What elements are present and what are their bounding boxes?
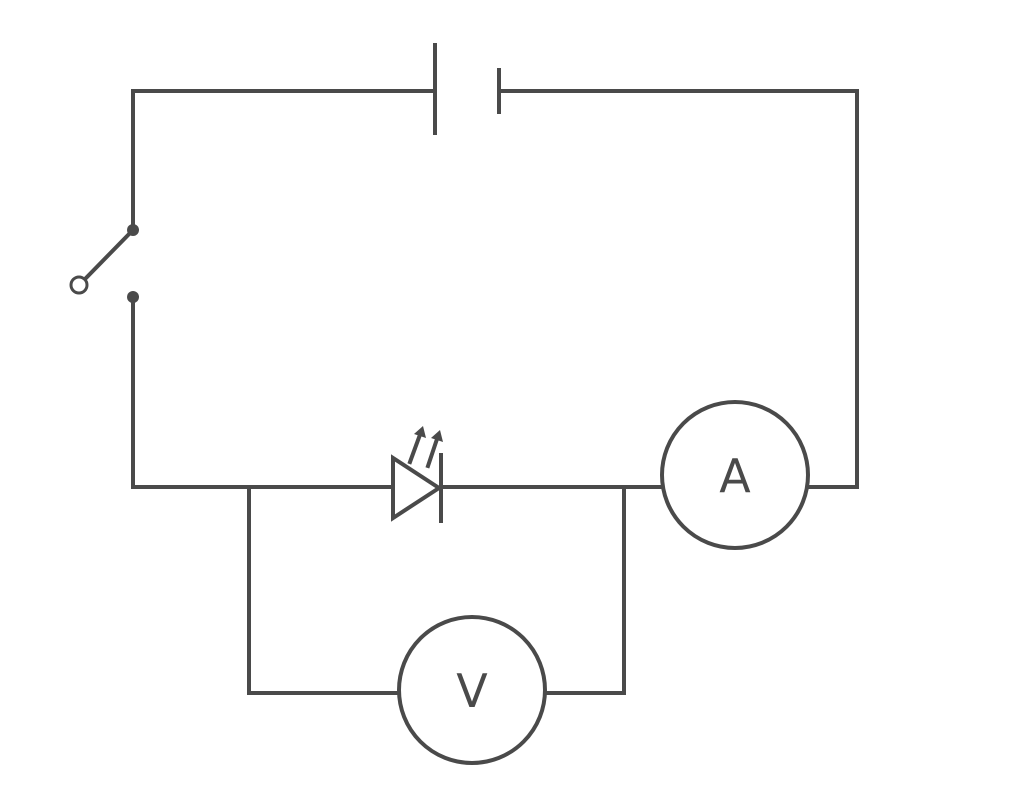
- led-arrow-head-right: [431, 430, 443, 442]
- open-switch-icon[interactable]: [69, 224, 139, 303]
- light-emitting-diode-icon: [391, 426, 443, 523]
- ammeter-circle: [660, 400, 810, 550]
- switch-fixed-contact: [127, 291, 139, 303]
- led-arrow-shaft-right: [425, 433, 441, 469]
- battery-cell-icon: [433, 43, 501, 135]
- switch-free-end: [69, 275, 89, 295]
- switch-pivot-contact: [127, 224, 139, 236]
- diode-triangle: [391, 454, 443, 522]
- voltmeter-circle: [397, 615, 547, 765]
- led-arrow-shaft-left: [407, 429, 424, 465]
- ammeter-icon: A: [660, 400, 810, 550]
- switch-lever[interactable]: [83, 227, 136, 281]
- voltmeter-label: V: [456, 664, 488, 718]
- voltmeter-icon: V: [397, 615, 547, 765]
- ammeter-label: A: [719, 449, 751, 503]
- circuit-wiring: [131, 89, 859, 695]
- led-arrow-head-left: [414, 426, 426, 438]
